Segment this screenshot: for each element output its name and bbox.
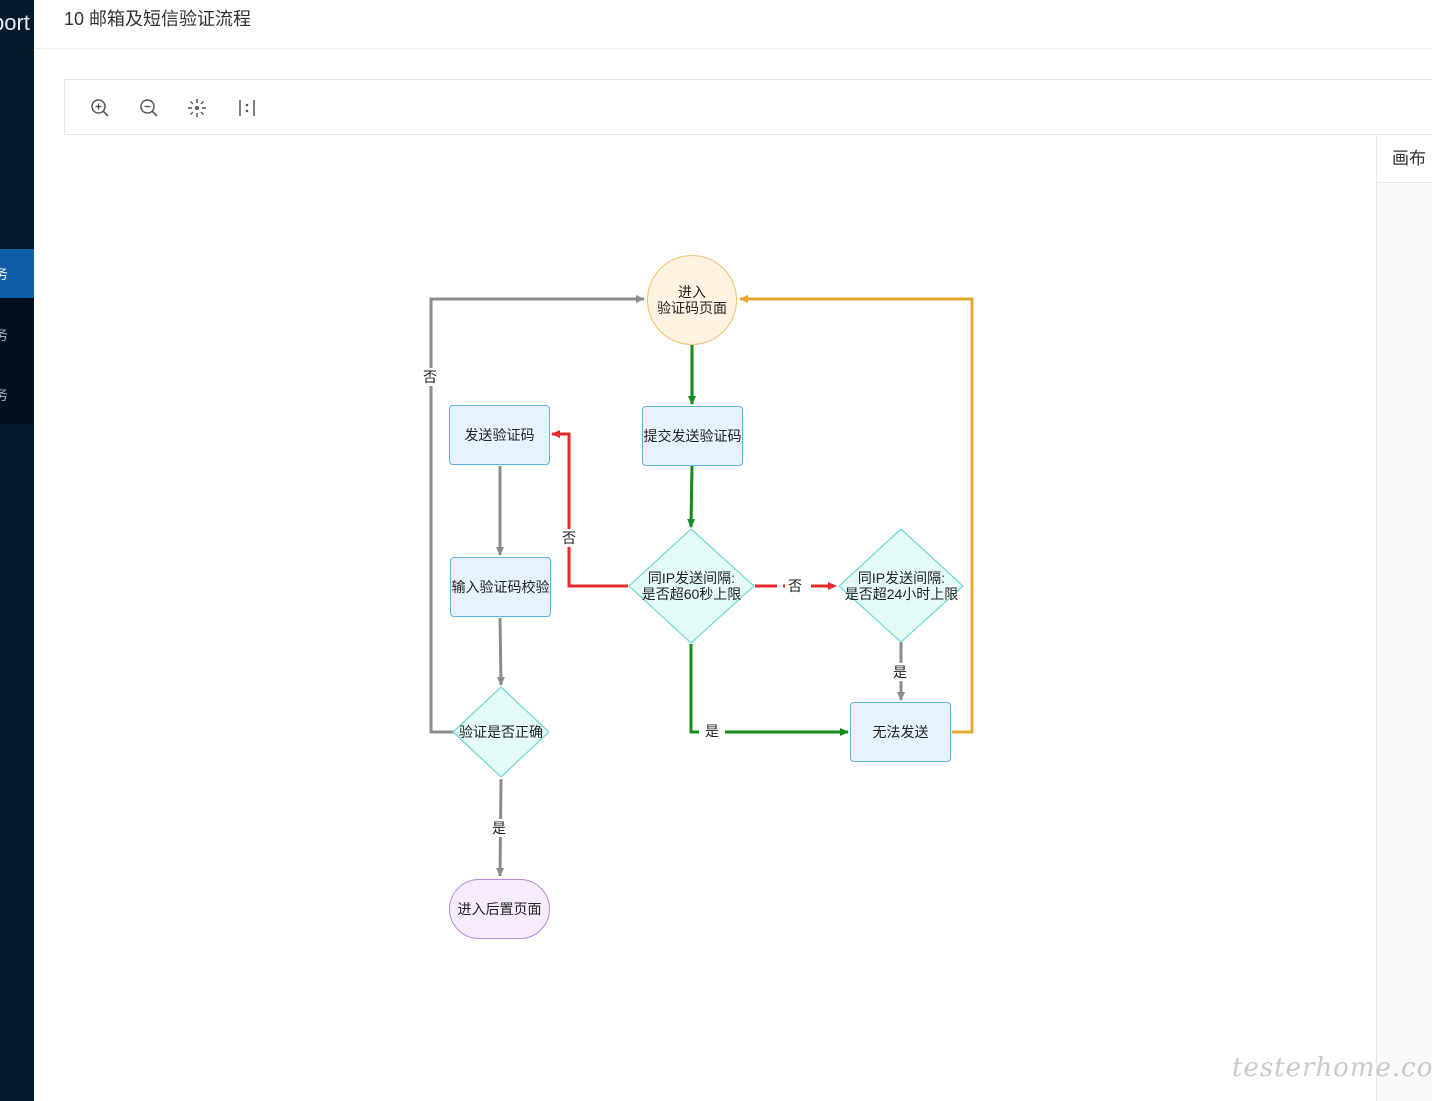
sidebar-item-2[interactable]: 务	[0, 310, 34, 360]
edge-cannot-start	[739, 295, 974, 734]
node-check24[interactable]: 同IP发送间隔: 是否超24小时上限	[844, 570, 959, 602]
node-next-page[interactable]: 进入后置页面	[449, 879, 550, 939]
diamond-verify	[452, 686, 550, 778]
page-title: 10 邮箱及短信验证流程	[64, 9, 252, 29]
watermark: testerhome.com	[1232, 1053, 1432, 1083]
edge-label-check60-no-right: 否	[785, 577, 805, 595]
flow-canvas[interactable]: 进入 验证码页面 提交发送验证码 同IP发送间隔: 是否超60秒上限 同IP发送…	[64, 136, 1376, 1101]
node-check60[interactable]: 同IP发送间隔: 是否超60秒上限	[641, 570, 742, 602]
node-input[interactable]: 输入验证码校验	[450, 557, 551, 617]
edge-input-verify	[496, 617, 505, 686]
sidebar: port 务 务 务	[0, 0, 34, 1101]
zoom-in-icon	[91, 99, 109, 117]
edge-label-verify-yes: 是	[489, 819, 509, 837]
edge-check60-cannot	[689, 644, 849, 736]
properties-panel: 画布	[1376, 136, 1432, 1101]
edge-check60-send	[551, 430, 628, 588]
edge-label-check60-no-left: 否	[559, 529, 579, 547]
edge-submit-check60	[687, 465, 696, 528]
edge-verify-start	[429, 295, 645, 734]
node-start[interactable]: 进入 验证码页面	[647, 255, 737, 345]
flow-toolbar	[64, 79, 1432, 135]
edge-label-check24-yes: 是	[890, 663, 910, 681]
zoom-out-button[interactable]	[137, 96, 161, 120]
edge-label-verify-no: 否	[420, 368, 440, 386]
node-submit[interactable]: 提交发送验证码	[642, 406, 743, 466]
diamond-check60	[628, 528, 755, 644]
sidebar-item-label: 务	[0, 387, 8, 403]
brand-logo-text: port	[0, 10, 30, 35]
flow-edges	[429, 295, 974, 877]
sidebar-item-3[interactable]: 务	[0, 370, 34, 420]
page-header: 10 邮箱及短信验证流程	[34, 0, 1432, 49]
sidebar-item-1[interactable]: 务	[0, 249, 34, 299]
fit-view-button[interactable]	[185, 96, 209, 120]
zoom-out-icon	[140, 99, 158, 117]
diamond-check24	[838, 528, 964, 643]
node-send[interactable]: 发送验证码	[449, 405, 550, 465]
actual-size-icon	[239, 100, 255, 116]
node-verify[interactable]: 验证是否正确	[459, 724, 543, 740]
sidebar-item-label: 务	[0, 266, 8, 282]
tab-canvas[interactable]: 画布	[1377, 136, 1432, 183]
sidebar-item-label: 务	[0, 327, 8, 343]
sidebar-submenu	[0, 298, 34, 424]
node-cannot-send[interactable]: 无法发送	[850, 702, 951, 762]
fit-view-icon	[188, 99, 206, 117]
zoom-in-button[interactable]	[88, 96, 112, 120]
actual-size-button[interactable]	[235, 96, 259, 120]
edge-label-check60-yes: 是	[699, 722, 725, 740]
